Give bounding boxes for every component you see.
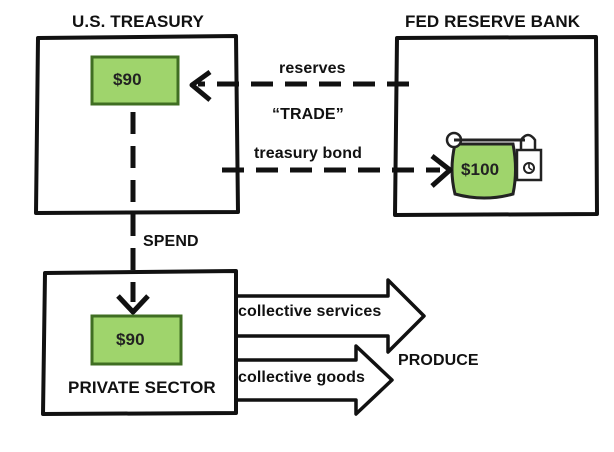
trade-label: “TRADE” <box>272 106 344 123</box>
treasury-bond-label: treasury bond <box>254 145 362 162</box>
private-sector-box <box>41 269 238 416</box>
treasury-money-note <box>90 55 180 106</box>
treasury-box <box>34 34 240 215</box>
treasury-title: U.S. TREASURY <box>72 12 204 31</box>
fed-amount: $100 <box>461 160 500 179</box>
collective-goods-label: collective goods <box>238 369 365 386</box>
services-arrow <box>236 278 426 354</box>
private-money-note <box>90 314 183 366</box>
fed-title: FED RESERVE BANK <box>405 12 581 31</box>
fed-box <box>393 35 599 217</box>
goods-arrow <box>236 344 394 416</box>
treasury-amount: $90 <box>113 70 142 89</box>
private-amount: $90 <box>116 330 145 349</box>
reserves-label: reserves <box>279 60 346 77</box>
spend-label: SPEND <box>143 233 199 250</box>
produce-label: PRODUCE <box>398 352 479 369</box>
lock-icon <box>515 133 543 182</box>
collective-services-label: collective services <box>238 303 382 320</box>
private-sector-title: PRIVATE SECTOR <box>68 378 216 397</box>
